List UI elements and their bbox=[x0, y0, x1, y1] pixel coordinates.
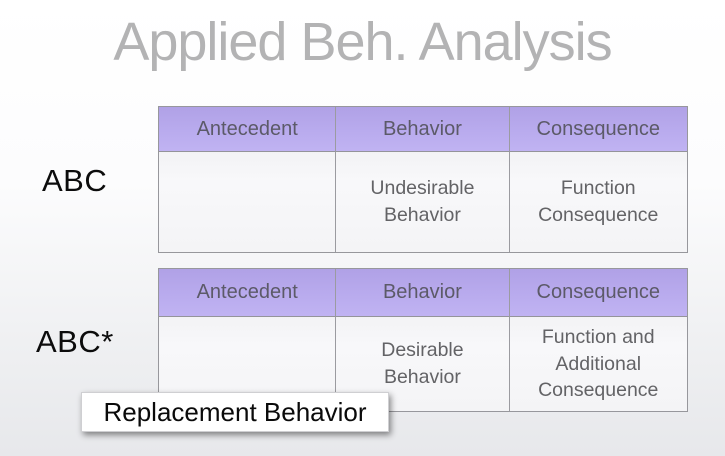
replacement-behavior-callout: Replacement Behavior bbox=[81, 392, 389, 432]
table1-header-antecedent: Antecedent bbox=[159, 107, 336, 152]
table1-cell-behavior: Undesirable Behavior bbox=[335, 152, 509, 252]
row-label-abc: ABC bbox=[42, 163, 108, 198]
abc-table-1: Antecedent Behavior Consequence Undesira… bbox=[158, 106, 688, 253]
table2-cell-consequence: Function and Additional Consequence bbox=[508, 317, 687, 411]
table1-cell-consequence: Function Consequence bbox=[508, 152, 687, 252]
slide-title: Applied Beh. Analysis bbox=[113, 12, 612, 72]
callout-label: Replacement Behavior bbox=[103, 396, 367, 427]
table2-header-behavior: Behavior bbox=[335, 269, 509, 317]
row-label-abc-star: ABC* bbox=[36, 324, 114, 359]
abc-table-2: Antecedent Behavior Consequence Desirabl… bbox=[158, 268, 688, 412]
table1-header-consequence: Consequence bbox=[508, 107, 687, 152]
table1-cell-antecedent bbox=[159, 152, 336, 252]
table2-header-antecedent: Antecedent bbox=[159, 269, 336, 317]
table2-header-consequence: Consequence bbox=[508, 269, 687, 317]
table1-header-behavior: Behavior bbox=[335, 107, 509, 152]
